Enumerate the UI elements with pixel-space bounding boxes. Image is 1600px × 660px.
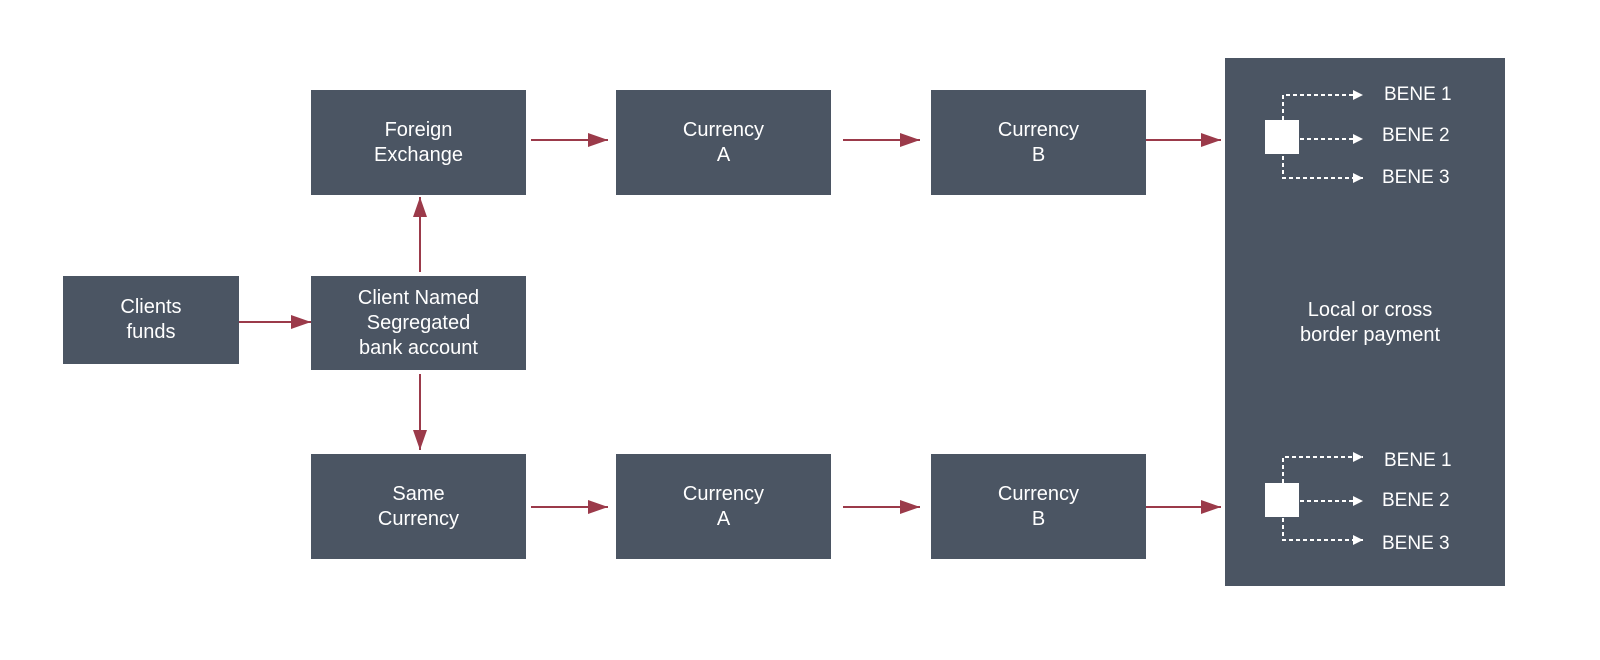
bottom-bene-fanout [1282, 452, 1363, 545]
clients-funds-box: Clients funds [63, 276, 239, 364]
clients-funds-label: Clients funds [120, 296, 182, 343]
top-currency-a-box: Currency A [616, 90, 831, 195]
bottom-bene1-connector [1282, 452, 1363, 483]
bottom-split-square [1265, 483, 1299, 517]
foreign-exchange-label: Foreign Exchange [374, 118, 463, 166]
same-currency-box: Same Currency [311, 454, 526, 559]
bottom-currency-b-box: Currency B [931, 454, 1146, 559]
top-bene3-connector [1282, 156, 1363, 183]
top-bene-2: BENE 2 [1382, 125, 1450, 146]
bottom-bene-3: BENE 3 [1382, 533, 1450, 554]
segregated-account-label: Client Named Segregated bank account [357, 286, 480, 359]
top-currency-b-label: Currency B [997, 118, 1080, 166]
bottom-currency-a-box: Currency A [616, 454, 831, 559]
bottom-bene3-connector [1282, 518, 1363, 545]
top-bene1-connector [1282, 90, 1363, 120]
top-bene-3: BENE 3 [1382, 167, 1450, 188]
foreign-exchange-box: Foreign Exchange [311, 90, 526, 195]
payment-panel-label: Local or cross border payment [1299, 299, 1441, 346]
segregated-account-box: Client Named Segregated bank account [311, 276, 526, 370]
bottom-bene-1: BENE 1 [1384, 450, 1452, 471]
top-split-square [1265, 120, 1299, 154]
bottom-currency-b-label: Currency B [997, 482, 1080, 530]
same-currency-label: Same Currency [377, 482, 460, 530]
bottom-bene-2: BENE 2 [1382, 490, 1450, 511]
top-bene-fanout [1282, 90, 1363, 183]
top-currency-a-label: Currency A [682, 118, 765, 166]
bottom-currency-a-label: Currency A [682, 482, 765, 530]
top-bene-1: BENE 1 [1384, 84, 1452, 105]
top-currency-b-box: Currency B [931, 90, 1146, 195]
